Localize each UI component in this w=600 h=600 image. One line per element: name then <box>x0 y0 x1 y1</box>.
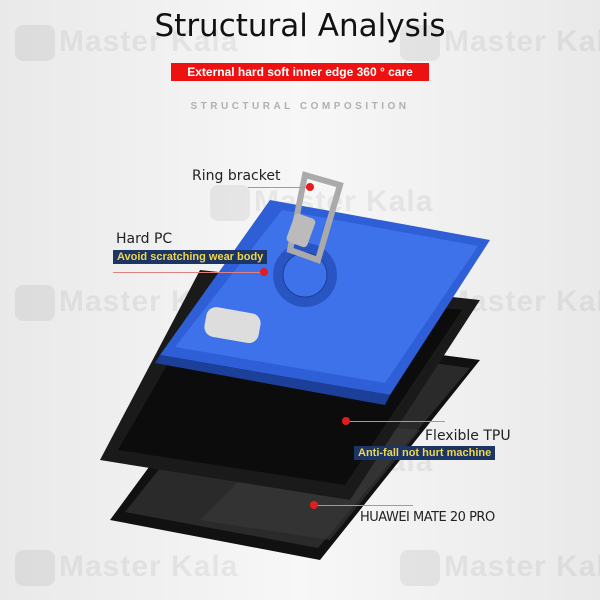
watermark: Master Kala <box>400 550 600 587</box>
callout-hard-pc-tag: Avoid scratching wear body <box>113 250 268 264</box>
page-title: Structural Analysis <box>154 8 446 44</box>
callout-flexible-tpu: Flexible TPU <box>425 428 511 444</box>
section-heading: STRUCTURAL COMPOSITION <box>190 101 410 112</box>
callout-ring-bracket: Ring bracket <box>192 168 281 184</box>
subtitle-banner: External hard soft inner edge 360 ° care <box>171 63 429 81</box>
watermark: Master Kala <box>15 25 238 62</box>
watermark: Master Kala <box>210 185 433 222</box>
watermark: Master Kala <box>400 25 600 62</box>
callout-hard-pc: Hard PC <box>116 231 173 247</box>
watermark: Master Kala <box>15 550 238 587</box>
callout-flexible-tpu-tag: Anti-fall not hurt machine <box>354 446 496 460</box>
callout-phone-model: HUAWEI MATE 20 PRO <box>360 510 495 525</box>
